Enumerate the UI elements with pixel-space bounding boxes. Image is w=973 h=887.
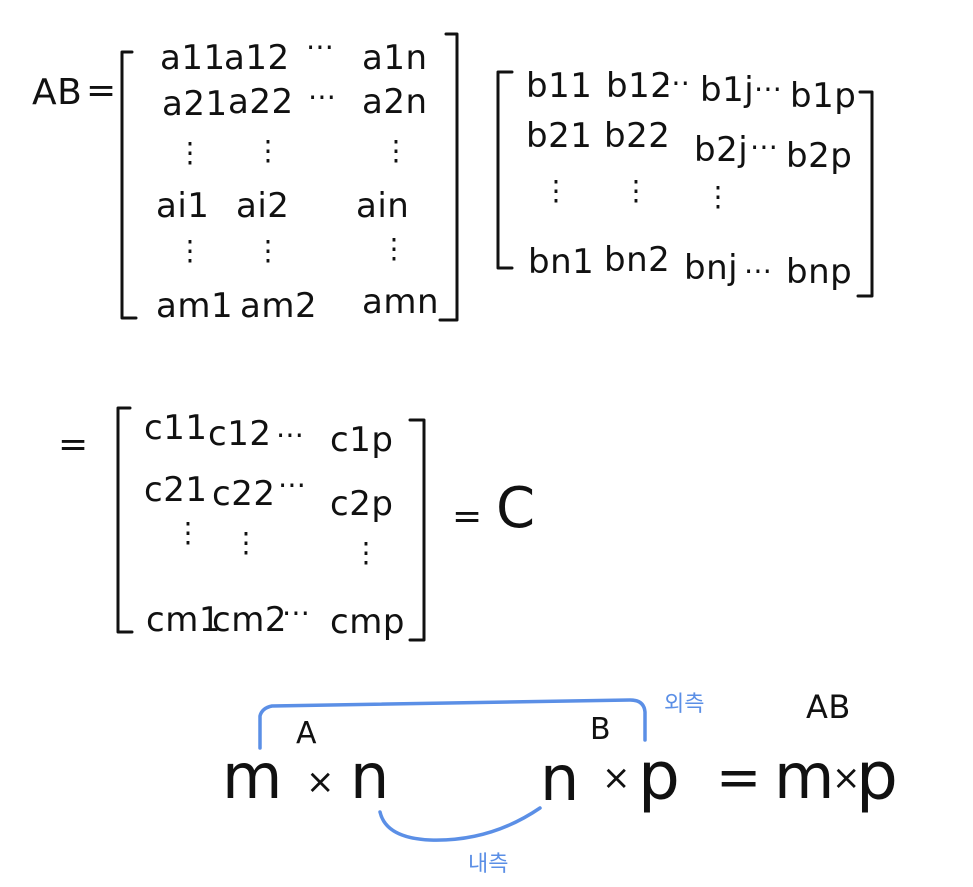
matrix-a-cell: am1 xyxy=(156,286,234,326)
matrix-a-cell: am2 xyxy=(240,286,318,326)
matrix-b-left-bracket xyxy=(496,70,514,270)
matrix-a-vdots: ⋮ xyxy=(254,234,283,267)
times-sign-2: × xyxy=(602,758,631,798)
result-c-label: C xyxy=(496,476,536,541)
matrix-a-cell: a2n xyxy=(362,82,428,122)
matrix-c-cell: ⋯ xyxy=(276,418,305,451)
matrix-a-vdots: ⋮ xyxy=(254,134,283,167)
matrix-b-cell: b1j xyxy=(700,70,755,110)
equals-sign-1: = xyxy=(86,70,117,111)
matrix-c-cell: c12 xyxy=(208,414,272,454)
matrix-c-cell: c2p xyxy=(330,484,394,524)
matrix-c-vdots: ⋮ xyxy=(352,536,381,569)
inner-note-label: 내측 xyxy=(468,852,509,877)
matrix-b-cell: b12 xyxy=(606,66,673,106)
equals-sign-2: = xyxy=(58,424,89,465)
matrix-b-cell: b21 xyxy=(526,116,593,156)
label-b: B xyxy=(590,712,612,747)
matrix-b-cell: ⋯ xyxy=(662,66,691,99)
dim-p-1: p xyxy=(638,738,681,815)
matrix-a-cell: a11 xyxy=(160,38,226,78)
outer-note-label: 외측 xyxy=(664,692,705,717)
matrix-c-cell: c11 xyxy=(144,408,208,448)
matrix-b-vdots: ⋮ xyxy=(704,180,733,213)
matrix-a-cell: ai1 xyxy=(156,186,210,226)
inner-bracket-curve xyxy=(378,806,542,842)
matrix-c-left-bracket xyxy=(116,406,134,634)
equals-sign-3: = xyxy=(452,496,483,537)
matrix-b-vdots: ⋮ xyxy=(622,174,651,207)
matrix-c-cell: cm2 xyxy=(212,600,287,640)
dim-p-2: p xyxy=(856,738,899,815)
times-sign-3: × xyxy=(832,758,861,798)
matrix-b-cell: b1p xyxy=(790,76,857,116)
matrix-c-cell: cmp xyxy=(330,602,405,642)
matrix-c-cell: ⋯ xyxy=(278,468,307,501)
matrix-a-cell: ⋯ xyxy=(306,30,335,63)
matrix-b-cell: b2j xyxy=(694,130,749,170)
matrix-b-cell: bnj xyxy=(684,248,739,288)
matrix-c-cell: c22 xyxy=(212,474,276,514)
matrix-b-cell: ⋯ xyxy=(754,72,783,105)
matrix-a-cell: a22 xyxy=(228,82,294,122)
matrix-a-vdots: ⋮ xyxy=(382,134,411,167)
matrix-c-cell: c21 xyxy=(144,470,208,510)
matrix-c-cell: c1p xyxy=(330,420,394,460)
matrix-c-vdots: ⋮ xyxy=(174,516,203,549)
matrix-a-vdots: ⋮ xyxy=(176,136,205,169)
matrix-a-cell: a1n xyxy=(362,38,428,78)
matrix-b-cell: b2p xyxy=(786,136,853,176)
ab-label: AB xyxy=(32,72,83,113)
matrix-a-vdots: ⋮ xyxy=(380,232,409,265)
matrix-c-vdots: ⋮ xyxy=(232,526,261,559)
matrix-b-cell: ⋯ xyxy=(744,254,773,287)
dim-m-2: m xyxy=(774,740,835,813)
label-ab: AB xyxy=(806,688,851,726)
matrix-b-cell: b22 xyxy=(604,116,671,156)
matrix-a-cell: a21 xyxy=(162,84,228,124)
matrix-a-cell: amn xyxy=(362,282,440,322)
matrix-b-cell: ⋯ xyxy=(750,130,779,163)
matrix-b-cell: bn1 xyxy=(528,242,595,282)
matrix-a-right-bracket xyxy=(438,32,459,322)
outer-bracket-line xyxy=(258,698,647,750)
dim-m-1: m xyxy=(222,740,283,813)
matrix-c-cell: cm1 xyxy=(146,600,221,640)
matrix-c-right-bracket xyxy=(408,418,426,642)
matrix-c-cell: ⋯ xyxy=(282,596,311,629)
matrix-b-cell: bn2 xyxy=(604,240,671,280)
matrix-b-cell: b11 xyxy=(526,66,593,106)
matrix-a-cell: ain xyxy=(356,186,410,226)
matrix-a-left-bracket xyxy=(120,50,138,320)
matrix-b-right-bracket xyxy=(856,90,874,298)
matrix-a-vdots: ⋮ xyxy=(176,234,205,267)
dim-n-2: n xyxy=(540,742,580,815)
matrix-a-cell: ⋯ xyxy=(308,80,337,113)
times-sign-1: × xyxy=(306,762,335,802)
matrix-a-cell: ai2 xyxy=(236,186,290,226)
equals-sign-4: = xyxy=(716,746,762,809)
dim-n-1: n xyxy=(350,740,390,813)
label-a: A xyxy=(296,716,318,751)
matrix-a-cell: a12 xyxy=(224,38,290,78)
matrix-b-cell: bnp xyxy=(786,252,853,292)
matrix-b-vdots: ⋮ xyxy=(542,174,571,207)
